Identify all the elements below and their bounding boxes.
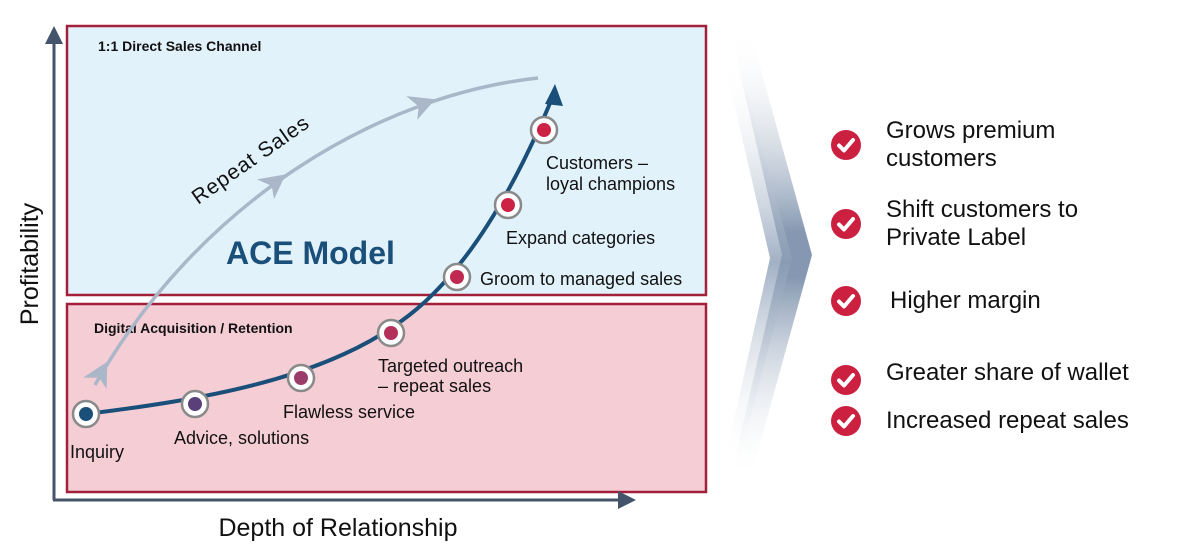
benefit-item: Grows premium customers	[830, 117, 1055, 173]
stage-label: Targeted outreach	[378, 356, 523, 376]
arc-arrowhead-icon	[256, 174, 286, 200]
digital-zone-title: Digital Acquisition / Retention	[94, 320, 293, 336]
benefit-text: Shift customers to Private Label	[886, 196, 1079, 251]
y-axis-label: Profitability	[16, 202, 44, 325]
direct-sales-zone-title: 1:1 Direct Sales Channel	[98, 38, 261, 54]
stage-node-flawless-service: Flawless service	[283, 363, 415, 422]
check-circle-icon	[831, 365, 861, 395]
stage-label: Advice, solutions	[174, 428, 309, 448]
benefit-item: Increased repeat sales	[830, 405, 1129, 437]
benefit-text: Higher margin	[890, 287, 1041, 314]
check-circle-icon	[831, 130, 861, 160]
stage-label: Expand categories	[506, 228, 655, 248]
stage-label: – repeat sales	[378, 376, 491, 396]
stage-label: loyal champions	[546, 174, 675, 194]
stage-node-targeted-outreach: Targeted outreach – repeat sales	[376, 318, 523, 396]
stage-node-advice: Advice, solutions	[174, 389, 309, 448]
benefit-item: Greater share of wallet	[830, 350, 1129, 396]
benefit-text: Grows premium customers	[886, 117, 1056, 172]
x-axis-label: Depth of Relationship	[218, 514, 457, 542]
benefit-item: Higher margin	[830, 285, 1041, 317]
stage-label: Groom to managed sales	[480, 269, 682, 289]
check-circle-icon	[831, 286, 861, 316]
benefit-text: Greater share of wallet	[886, 359, 1129, 386]
check-circle-icon	[831, 406, 861, 436]
stage-label: Inquiry	[70, 442, 124, 462]
check-circle-icon	[831, 209, 861, 239]
stage-node-groom: Groom to managed sales	[442, 262, 682, 292]
stage-label: Customers –	[546, 153, 648, 173]
arc-arrowhead-icon	[406, 96, 436, 120]
repeat-sales-arc	[83, 76, 539, 389]
x-axis	[53, 491, 636, 509]
x-axis-arrowhead-icon	[618, 491, 636, 509]
growth-arrowhead-icon	[545, 84, 563, 106]
chevron-arrow-icon	[724, 30, 812, 480]
arc-arrowhead-icon	[83, 361, 108, 389]
y-axis-arrowhead-icon	[45, 26, 63, 44]
benefit-item: Shift customers to Private Label	[830, 196, 1078, 252]
y-axis	[45, 26, 63, 500]
benefits-list: Grows premium customers Shift customers …	[830, 0, 1180, 550]
benefit-text: Increased repeat sales	[886, 407, 1129, 434]
model-title: ACE Model	[226, 235, 395, 271]
stage-label: Flawless service	[283, 402, 415, 422]
stage-node-inquiry: Inquiry	[70, 399, 124, 462]
direct-sales-zone	[65, 24, 708, 297]
stage-node-loyal-champions: Customers – loyal champions	[529, 115, 675, 194]
stage-node-expand-categories: Expand categories	[493, 190, 655, 248]
